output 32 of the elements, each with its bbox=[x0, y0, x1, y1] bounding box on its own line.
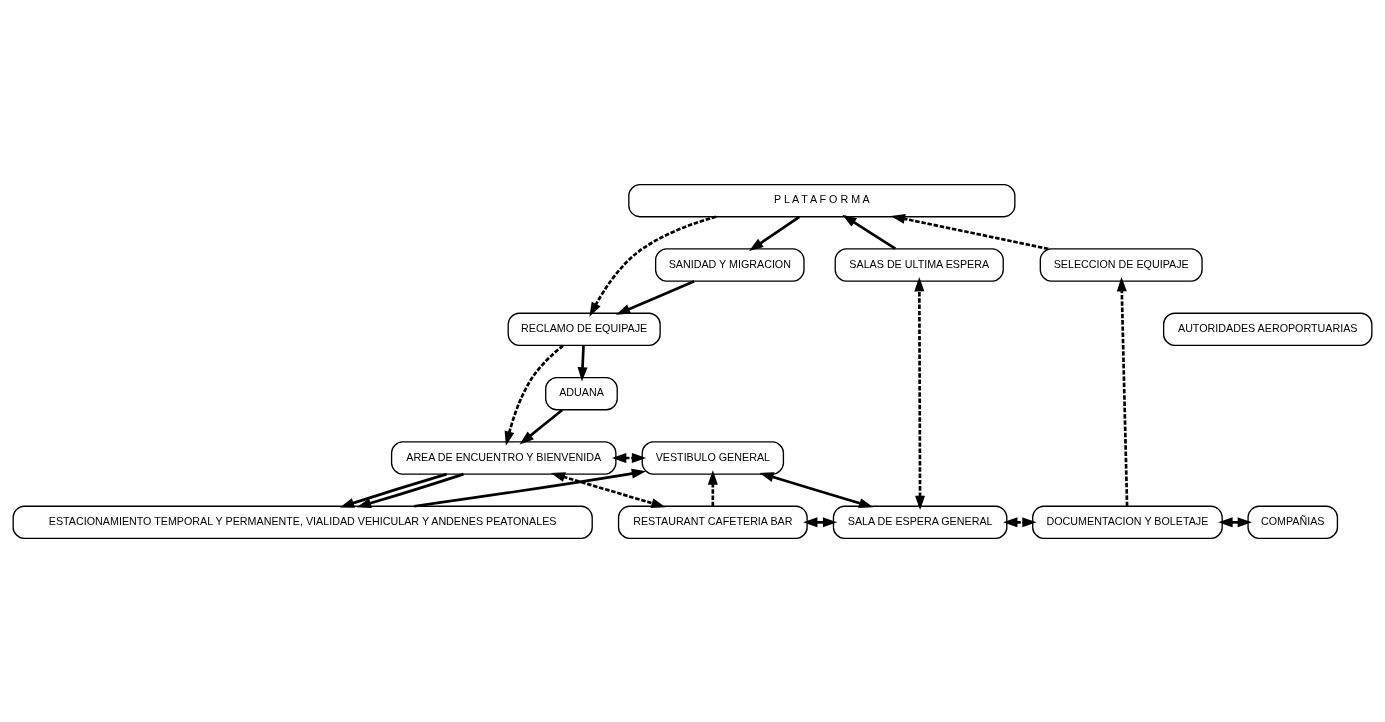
node-box: VESTIBULO GENERAL bbox=[641, 440, 785, 475]
node-box: ADUANA bbox=[545, 376, 618, 410]
node-box: AUTORIDADES AEROPORTUARIAS bbox=[1162, 312, 1373, 346]
node-box: AREA DE ENCUENTRO Y BIENVENIDA bbox=[390, 440, 617, 475]
node-box: ESTACIONAMIENTO TEMPORAL Y PERMANENTE, VIALIDAD VEHICULAR Y ANDENES PEATONALES bbox=[12, 505, 593, 539]
node-box: SALAS DE ULTIMA ESPERA bbox=[834, 247, 1004, 282]
node-box: RECLAMO DE EQUIPAJE bbox=[507, 312, 661, 346]
node-box: RESTAURANT CAFETERIA BAR bbox=[617, 505, 808, 539]
arrow bbox=[759, 471, 874, 508]
arrow bbox=[577, 345, 588, 382]
arrow bbox=[1116, 276, 1129, 506]
arrow bbox=[339, 472, 447, 508]
arrow bbox=[1003, 516, 1037, 527]
node-box: SANIDAD Y MIGRACION bbox=[654, 247, 805, 282]
arrow bbox=[413, 468, 647, 508]
arrow bbox=[749, 215, 801, 251]
arrow bbox=[707, 469, 718, 506]
arrow bbox=[612, 452, 647, 463]
arrow bbox=[504, 344, 564, 446]
arrow bbox=[550, 471, 666, 508]
arrow bbox=[842, 214, 897, 250]
node-box: COMPAÑIAS bbox=[1247, 505, 1339, 539]
node-box: SELECCION DE EQUIPAJE bbox=[1039, 247, 1203, 282]
arrow bbox=[890, 213, 1049, 250]
node-box: DOCUMENTACION Y BOLETAJE bbox=[1032, 505, 1223, 539]
arrow bbox=[356, 472, 464, 508]
node-box: P L A T A F O R M A bbox=[628, 183, 1016, 217]
arrow bbox=[589, 215, 717, 317]
node-box: SALA DE ESPERA GENERAL bbox=[832, 505, 1008, 539]
arrow bbox=[519, 408, 564, 444]
arrow bbox=[914, 276, 926, 510]
arrow bbox=[615, 279, 695, 315]
